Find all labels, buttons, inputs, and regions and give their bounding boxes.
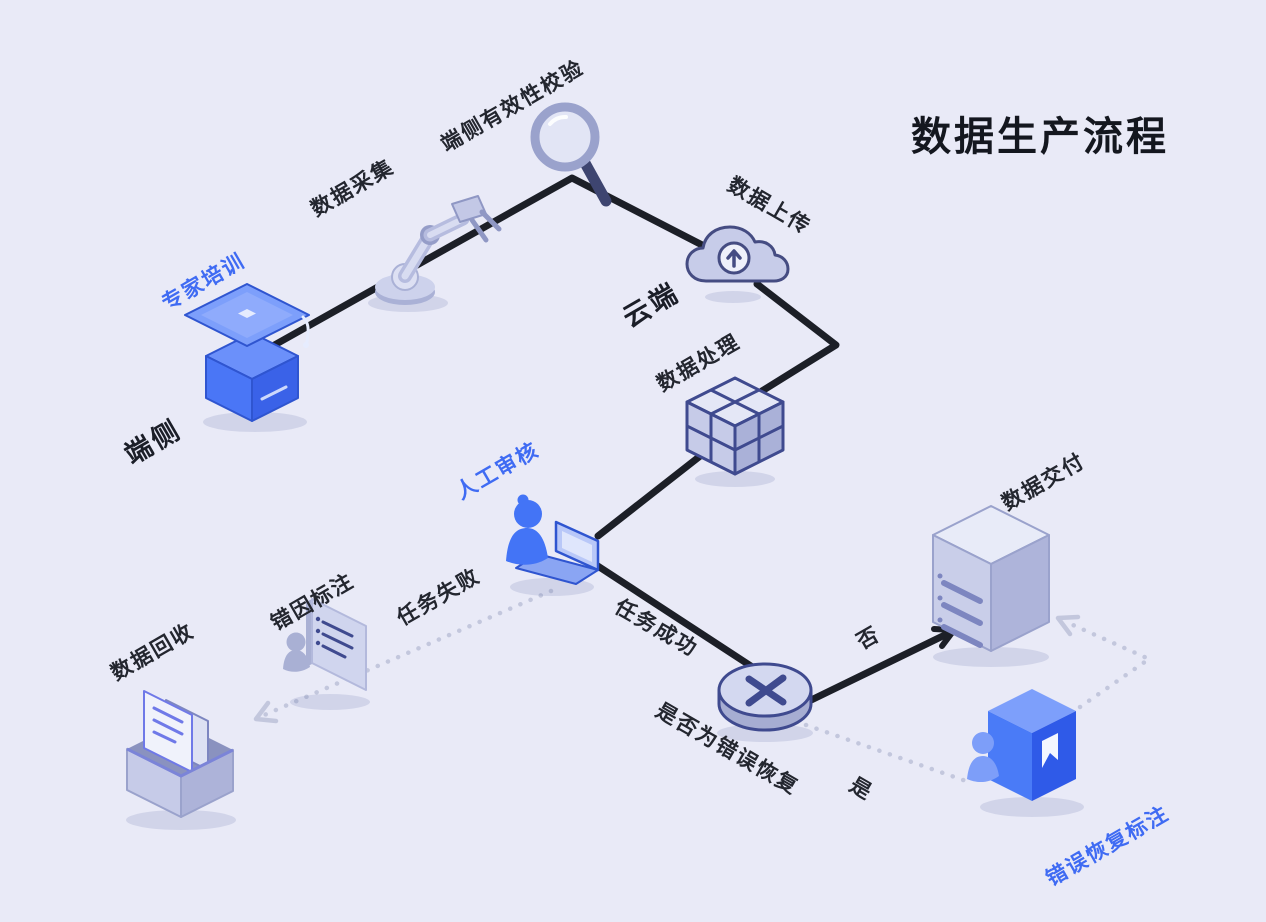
- task-failed-dotted-line: [259, 588, 554, 719]
- reviewer-person-icon: [506, 494, 548, 565]
- recovery-person-icon: [967, 732, 999, 783]
- yes-dotted-line: [803, 722, 969, 784]
- server-icon: [932, 505, 1050, 652]
- page-title: 数据生产流程: [911, 115, 1169, 159]
- x-mark-icon: [745, 674, 787, 707]
- flow-decision-to-delivery: [799, 629, 953, 708]
- upload-arrow-icon: [726, 249, 742, 268]
- flow-upload-to-processing: [753, 280, 840, 395]
- data-processing-cube-icon: [685, 376, 785, 476]
- error-cause-doc-icon: [283, 598, 367, 691]
- recovery-feedback-arrowhead: [1055, 614, 1081, 637]
- graduation-cap-icon: [184, 283, 310, 422]
- robot-arm-icon: [375, 195, 502, 305]
- flow-review-to-decision: [580, 553, 761, 674]
- flow-collect-to-upload: [258, 174, 710, 356]
- recovery-book-icon: [967, 689, 1076, 801]
- annotator-person-icon: [283, 632, 310, 672]
- recovery-feedback-dotted-line: [1061, 618, 1154, 710]
- flow-processing-to-review: [594, 449, 708, 540]
- decision-node-icon: [717, 662, 813, 732]
- task-failed-arrowhead: [253, 700, 279, 724]
- data-recycle-box-icon: [126, 690, 234, 818]
- bookmark-icon: [1042, 733, 1058, 768]
- cloud-upload-icon: [685, 225, 790, 283]
- dotted-paths: [253, 588, 1154, 784]
- magnifier-icon: [530, 102, 612, 207]
- main-flow-paths: [258, 174, 957, 708]
